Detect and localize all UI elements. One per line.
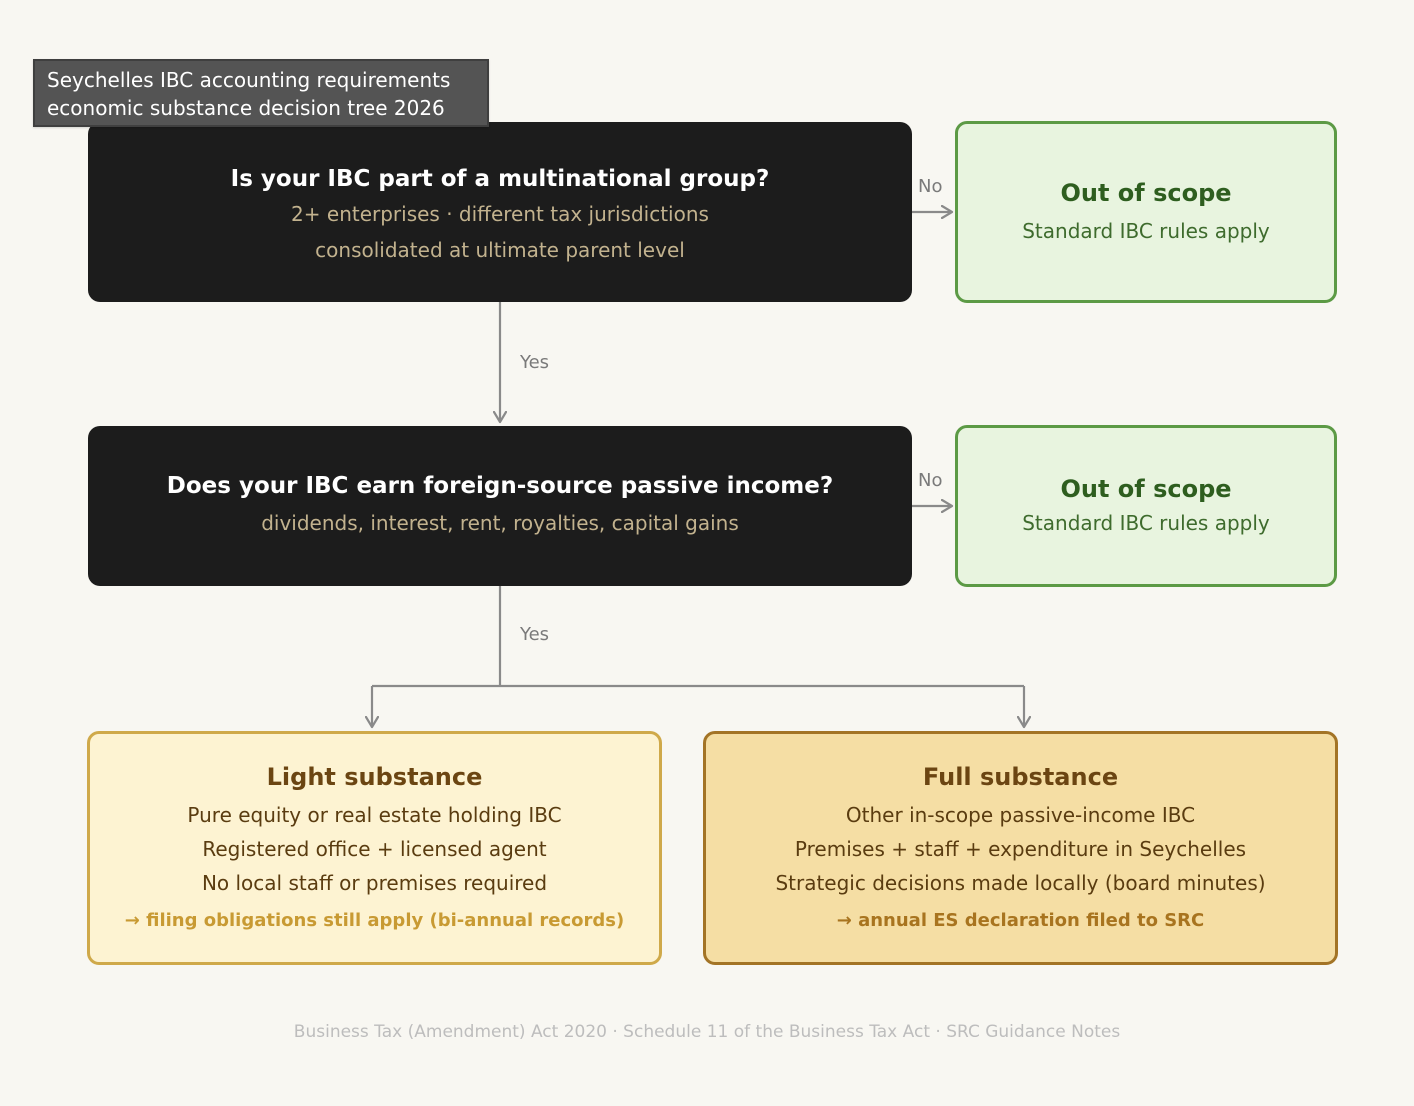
full-substance-line-3: Strategic decisions made locally (board …: [775, 871, 1266, 895]
outcome2-title: Out of scope: [1060, 475, 1232, 503]
footer-sources: Business Tax (Amendment) Act 2020 · Sche…: [293, 1022, 1121, 1042]
full-substance-line-1: Other in-scope passive-income IBC: [845, 803, 1196, 827]
q2-no-label: No: [918, 470, 943, 491]
question2-detail-1: dividends, interest, rent, royalties, ca…: [261, 511, 739, 535]
outcome2-subtitle: Standard IBC rules apply: [1022, 511, 1270, 535]
question-multinational-group: Is your IBC part of a multinational grou…: [88, 122, 912, 302]
q1-yes-label: Yes: [520, 352, 550, 373]
light-substance-box: Light substance Pure equity or real esta…: [87, 731, 662, 965]
question2-title: Does your IBC earn foreign-source passiv…: [166, 473, 834, 499]
question1-detail-2: consolidated at ultimate parent level: [315, 238, 685, 262]
q1-no-label: No: [918, 176, 943, 197]
question1-detail-1: 2+ enterprises · different tax jurisdict…: [291, 202, 709, 226]
diagram-title: Seychelles IBC accounting requirements e…: [33, 59, 489, 127]
diagram-title-line1: Seychelles IBC accounting requirements: [47, 68, 451, 92]
light-substance-title: Light substance: [266, 763, 483, 791]
full-substance-note: → annual ES declaration filed to SRC: [836, 910, 1205, 931]
full-substance-line-2: Premises + staff + expenditure in Seyche…: [794, 837, 1247, 861]
outcome-out-of-scope-1: Out of scope Standard IBC rules apply: [955, 121, 1337, 303]
light-substance-line-2: Registered office + licensed agent: [202, 837, 547, 861]
light-substance-line-1: Pure equity or real estate holding IBC: [187, 803, 562, 827]
outcome1-subtitle: Standard IBC rules apply: [1022, 219, 1270, 243]
outcome-out-of-scope-2: Out of scope Standard IBC rules apply: [955, 425, 1337, 587]
full-substance-title: Full substance: [922, 763, 1119, 791]
outcome1-title: Out of scope: [1060, 179, 1232, 207]
diagram-title-line2: economic substance decision tree 2026: [47, 96, 445, 120]
light-substance-note: → filing obligations still apply (bi-ann…: [124, 910, 625, 931]
q2-yes-label: Yes: [520, 624, 550, 645]
light-substance-line-3: No local staff or premises required: [201, 871, 548, 895]
question-passive-income: Does your IBC earn foreign-source passiv…: [88, 426, 912, 586]
question1-title: Is your IBC part of a multinational grou…: [230, 166, 770, 192]
full-substance-box: Full substance Other in-scope passive-in…: [703, 731, 1338, 965]
